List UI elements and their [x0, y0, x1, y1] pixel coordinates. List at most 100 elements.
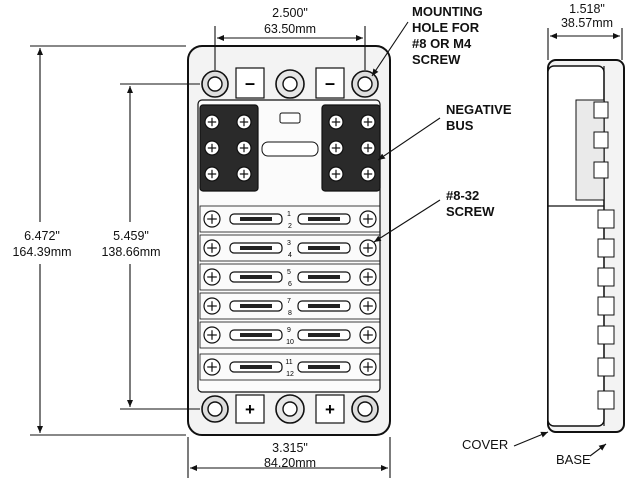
screw-leader	[373, 199, 441, 243]
mounting-hole-callout-line-4: SCREW	[412, 52, 461, 67]
screw-callout: #8-32 SCREW	[446, 188, 494, 220]
positive-symbol-left: +	[245, 400, 255, 419]
side-terminal-tab	[597, 325, 615, 345]
side-terminal-tab	[597, 296, 615, 316]
fuse-slot	[229, 242, 283, 254]
terminal-screw-right	[359, 239, 377, 257]
fuse-slot	[229, 213, 283, 225]
base-leader	[589, 443, 607, 457]
screw-callout-line-2: SCREW	[446, 204, 495, 219]
side-terminal-tab	[597, 357, 615, 377]
bus-screw	[360, 114, 376, 130]
negative-symbol-left: –	[245, 73, 255, 93]
terminal-screw-left	[203, 326, 221, 344]
fuse-number: 12	[286, 371, 294, 378]
negative-bus-leader	[377, 117, 441, 161]
negative-terminal-box-left	[235, 67, 265, 99]
top-width-mm-label: 63.50mm	[263, 22, 317, 36]
mounting-hole-bottom-right	[351, 395, 379, 423]
fuse-row: 78	[199, 292, 381, 320]
fuse-number: 4	[288, 252, 292, 259]
mounting-hole-callout: MOUNTING HOLE FOR #8 OR M4 SCREW	[412, 4, 483, 68]
fuse-slot	[229, 361, 283, 373]
positive-symbol-right: +	[325, 400, 335, 419]
fuse-slot	[297, 271, 351, 283]
terminal-screw-right	[359, 326, 377, 344]
fuse-row: 34	[199, 234, 381, 262]
side-terminal-tab	[597, 238, 615, 258]
side-bus-tab	[593, 131, 609, 149]
hole-spacing-mm-label: 138.66mm	[101, 245, 161, 259]
bus-screw	[328, 114, 344, 130]
negative-terminal-box-right	[315, 67, 345, 99]
mounting-hole-callout-line-3: #8 OR M4	[412, 36, 472, 51]
mounting-hole-callout-line-1: MOUNTING	[412, 4, 483, 19]
side-depth-mm-label: 38.57mm	[560, 16, 614, 30]
fuse-number: 1	[287, 211, 291, 218]
overall-height-inch-label: 6.472"	[24, 229, 60, 243]
center-stud-top	[275, 69, 305, 99]
fuse-slot	[229, 329, 283, 341]
cover-callout: COVER	[462, 437, 509, 452]
bus-screw	[236, 166, 252, 182]
bus-screw	[360, 140, 376, 156]
mounting-hole-bottom-left	[201, 395, 229, 423]
bus-screws	[204, 114, 376, 182]
terminal-screw-left	[203, 268, 221, 286]
mounting-hole-top-right	[351, 70, 379, 98]
mounting-hole-callout-line-2: HOLE FOR	[412, 20, 480, 35]
fuse-number: 8	[288, 310, 292, 317]
side-bus-tab	[593, 161, 609, 179]
bus-screw	[236, 140, 252, 156]
side-view	[547, 59, 625, 433]
fuse-slot	[297, 329, 351, 341]
mounting-hole-leader	[371, 21, 409, 77]
fuse-row: 11 12	[199, 353, 381, 381]
negative-symbol-right: –	[325, 73, 335, 93]
top-width-inch-label: 2.500"	[272, 6, 308, 20]
terminal-screw-left	[203, 210, 221, 228]
side-depth-inch-label: 1.518"	[569, 2, 605, 16]
terminal-screw-left	[203, 358, 221, 376]
fuse-slot	[297, 300, 351, 312]
screw-callout-line-1: #8-32	[446, 188, 480, 203]
terminal-screw-right	[359, 297, 377, 315]
terminal-screw-right	[359, 358, 377, 376]
negative-bus-callout-line-1: NEGATIVE	[446, 102, 512, 117]
fuse-number: 9	[287, 327, 291, 334]
bus-screw	[328, 140, 344, 156]
terminal-screw-left	[203, 239, 221, 257]
fuse-slot	[297, 361, 351, 373]
fuse-number: 7	[287, 298, 291, 305]
fuse-slot	[297, 242, 351, 254]
fuse-number: 11	[285, 359, 292, 366]
dimension-lines	[30, 26, 623, 478]
fuse-slot	[297, 213, 351, 225]
fuse-slot	[229, 300, 283, 312]
bus-screw	[204, 140, 220, 156]
center-stud-bottom	[275, 394, 305, 424]
side-terminal-tab	[597, 267, 615, 287]
side-terminal-tab	[597, 390, 615, 410]
base-callout: BASE	[556, 452, 591, 467]
mounting-hole-top-left	[201, 70, 229, 98]
hole-spacing-inch-label: 5.459"	[113, 229, 149, 243]
leader-lines	[371, 21, 607, 457]
overall-height-mm-label: 164.39mm	[12, 245, 72, 259]
fuse-slot	[229, 271, 283, 283]
fuse-number: 5	[287, 269, 291, 276]
bus-screw	[204, 166, 220, 182]
fuse-number: 2	[288, 223, 292, 230]
bus-screw	[236, 114, 252, 130]
negative-bus-callout-line-2: BUS	[446, 118, 474, 133]
fuse-number: 3	[287, 240, 291, 247]
side-fuse-tabs	[593, 101, 615, 410]
bus-screw	[360, 166, 376, 182]
cover-leader	[513, 431, 549, 447]
label-tab	[279, 112, 301, 124]
side-terminal-tab	[597, 209, 615, 229]
